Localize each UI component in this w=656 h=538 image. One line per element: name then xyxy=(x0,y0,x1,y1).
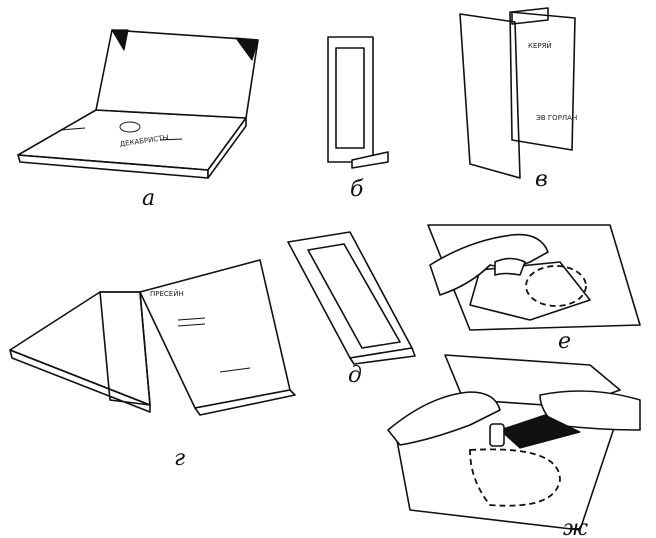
figure-zh-hands-folding xyxy=(387,354,641,531)
svg-text:ЭВ ГОРЛАН: ЭВ ГОРЛАН xyxy=(536,114,577,122)
label-zh: ж xyxy=(563,516,588,538)
label-v: в xyxy=(535,167,548,192)
figure-g-open-book: ПРЕСЕЙН xyxy=(9,259,296,416)
svg-text:КЕРЯЙ: КЕРЯЙ xyxy=(528,41,552,50)
figure-v-book-with-mesh: КЕРЯЙ ЭВ ГОРЛАН xyxy=(459,7,577,179)
label-g: г xyxy=(174,446,185,471)
figure-b-jacket-flap xyxy=(327,36,389,169)
figure-e-hand-on-sheet xyxy=(427,224,641,331)
label-d: д xyxy=(348,363,362,388)
figure-d-jacket-flap xyxy=(287,231,416,365)
label-b: б xyxy=(350,177,364,202)
figure-a-book-with-cover: ДЕКАБРИСТЫ xyxy=(17,29,259,179)
label-e: е xyxy=(558,329,571,354)
svg-text:ПРЕСЕЙН: ПРЕСЕЙН xyxy=(150,289,184,298)
label-a: а xyxy=(142,186,155,211)
